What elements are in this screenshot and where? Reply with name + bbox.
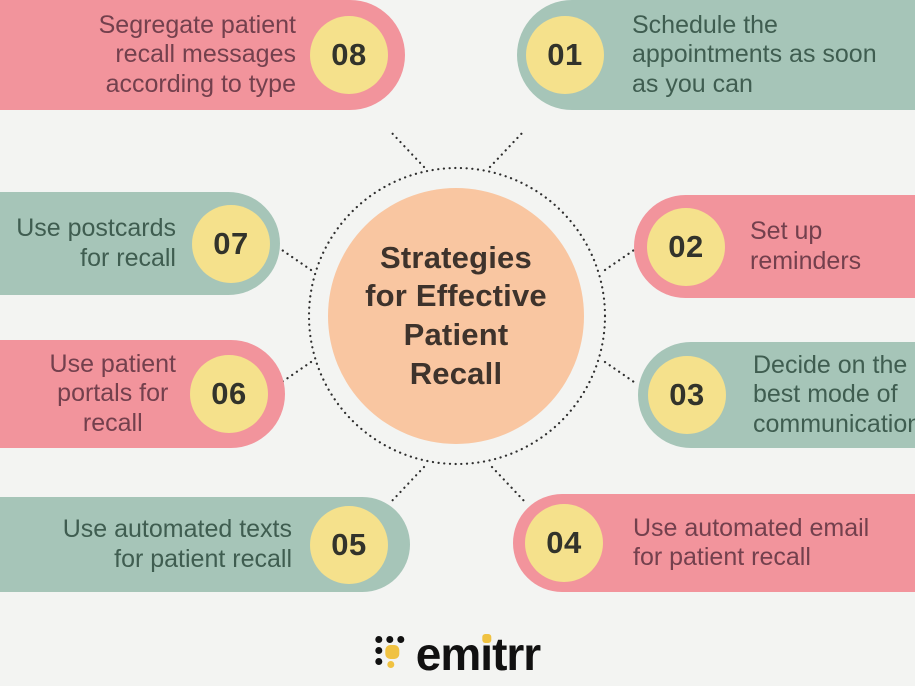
strategy-number-08: 08 — [331, 37, 367, 72]
emitrr-logo: emitrr — [374, 628, 541, 680]
emitrr-logo-icon — [374, 636, 407, 670]
strategy-pill-03: 03 Decide on the best mode of communicat… — [638, 342, 915, 448]
strategy-text-06: Use patient portals for recall — [49, 350, 176, 437]
strategy-number-04: 04 — [546, 525, 582, 560]
strategy-number-06: 06 — [211, 376, 247, 411]
connector-04 — [490, 465, 528, 505]
strategy-text-07: Use postcards for recall — [16, 214, 176, 272]
strategy-text-08: Segregate patient recall messages accord… — [98, 11, 296, 98]
center-circle: Strategies for Effective Patient Recall — [328, 188, 584, 444]
strategy-number-badge-06: 06 — [190, 355, 268, 433]
connector-05 — [388, 465, 426, 505]
strategy-pill-07: Use postcards for recall 07 — [0, 192, 280, 295]
strategy-text-03: Decide on the best mode of communication — [753, 351, 915, 438]
connector-03 — [603, 360, 636, 384]
strategy-number-badge-08: 08 — [310, 16, 388, 94]
connector-07 — [280, 248, 313, 272]
strategy-number-badge-02: 02 — [647, 207, 725, 286]
connector-06 — [280, 360, 313, 384]
emitrr-logo-text: emitrr — [415, 628, 541, 680]
strategy-pill-01: 01 Schedule the appointments as soon as … — [517, 0, 915, 110]
strategy-number-05: 05 — [331, 526, 367, 562]
strategy-text-02: Set up reminders — [750, 217, 862, 275]
page-title: Strategies for Effective Patient Recall — [365, 239, 547, 391]
strategy-number-07: 07 — [213, 225, 249, 261]
strategy-pill-08: Segregate patient recall messages accord… — [0, 0, 405, 110]
strategy-number-badge-01: 01 — [526, 16, 604, 94]
strategy-pill-05: Use automated texts for patient recall 0… — [0, 497, 410, 592]
strategy-number-badge-03: 03 — [648, 356, 726, 434]
strategy-number-01: 01 — [547, 37, 583, 72]
center-dotted-circle — [307, 166, 607, 466]
connector-02 — [603, 248, 636, 272]
strategy-number-badge-04: 04 — [525, 504, 603, 582]
strategy-text-05: Use automated texts for patient recall — [62, 515, 292, 573]
strategy-text-01: Schedule the appointments as soon as you… — [632, 11, 877, 98]
strategy-pill-06: Use patient portals for recall 06 — [0, 340, 285, 448]
strategy-number-03: 03 — [669, 377, 705, 412]
strategy-number-badge-05: 05 — [310, 505, 388, 584]
strategy-text-04: Use automated email for patient recall — [633, 513, 870, 571]
connector-01 — [488, 129, 526, 169]
strategy-pill-02: 02 Set up reminders — [634, 195, 915, 298]
strategy-number-badge-07: 07 — [192, 204, 270, 283]
strategy-pill-04: 04 Use automated email for patient recal… — [513, 494, 915, 592]
connector-08 — [388, 129, 426, 169]
strategy-number-02: 02 — [668, 228, 704, 264]
